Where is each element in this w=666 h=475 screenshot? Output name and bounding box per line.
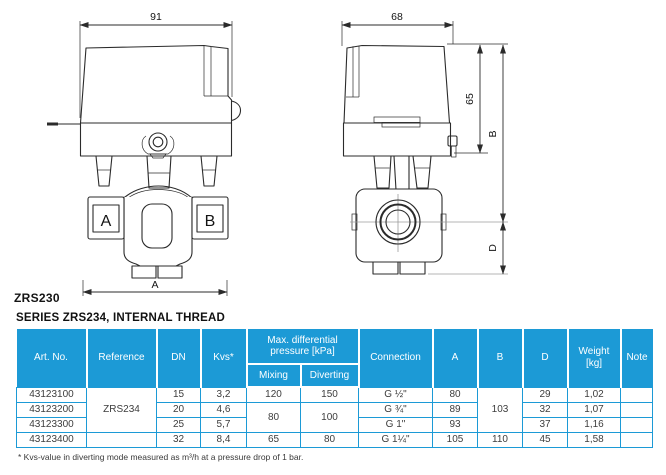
header-connection: Connection (357, 329, 434, 387)
cell-connection: G ¾" (358, 401, 433, 418)
header-diverting: Diverting (299, 363, 360, 388)
side-height-dimensions: 65 B D (447, 43, 508, 275)
cell-weight: 1,58 (567, 431, 621, 448)
valve-body-front: A B (87, 185, 229, 279)
cable-gland (447, 135, 458, 147)
cell-weight: 1,02 (567, 386, 621, 403)
port-b-label: B (205, 213, 216, 230)
header-note: Note (619, 329, 653, 387)
footnote: * Kvs-value in diverting mode measured a… (18, 451, 304, 462)
side-bump (230, 100, 242, 122)
cell-weight: 1,16 (567, 416, 621, 433)
valve-body-side (350, 188, 508, 275)
cell-art-no: 43123300 (16, 416, 87, 433)
port-a-label: A (101, 213, 112, 230)
bottom-port-side-left (372, 261, 399, 275)
cell-d: 29 (522, 386, 568, 403)
cell-note (620, 386, 653, 403)
cell-mixing: 120 (246, 386, 301, 403)
valve-stems-side (373, 155, 432, 191)
cell-dn: 25 (156, 416, 201, 433)
header-kvs: Kvs* (199, 329, 248, 387)
front-width-dimension: 91 (79, 11, 233, 118)
cell-dn: 15 (156, 386, 201, 403)
cell-mixing: 65 (246, 431, 301, 448)
header-art-no: Art. No. (16, 329, 88, 387)
header-reference: Reference (85, 329, 158, 387)
cell-connection: G 1¼" (358, 431, 433, 448)
cell-connection: G 1" (358, 416, 433, 433)
header-weight: Weight [kg] (566, 329, 622, 387)
cell-art-no: 43123100 (16, 386, 87, 403)
front-width-value: 91 (150, 11, 162, 23)
cell-reference (86, 431, 157, 448)
dim-b-value: B (487, 130, 499, 137)
actuator-side (342, 44, 458, 158)
cell-kvs: 8,4 (200, 431, 247, 448)
manual-knob (141, 132, 175, 159)
cell-note (620, 416, 653, 433)
cell-art-no: 43123200 (16, 401, 87, 418)
header-dn: DN (155, 329, 202, 387)
bottom-port-side-right (399, 261, 426, 275)
cell-d: 37 (522, 416, 568, 433)
body-window (141, 203, 173, 249)
port-a-box (92, 204, 120, 233)
bottom-port-left (131, 265, 157, 279)
valve-stems-front (95, 155, 218, 189)
table-row: 43123100 ZRS234 15 3,2 120 150 G ½" 80 1… (16, 386, 653, 433)
cell-dn: 32 (156, 431, 201, 448)
cell-mixing: 80 (246, 401, 301, 433)
cell-b: 110 (477, 431, 523, 448)
front-bottom-dimension: A (82, 279, 228, 296)
header-a: A (431, 329, 479, 387)
cell-diverting: 150 (300, 386, 359, 403)
technical-drawing: 91 (14, 11, 508, 305)
front-bottom-value: A (151, 279, 158, 291)
cell-a: 105 (432, 431, 478, 448)
cell-note (620, 431, 653, 448)
cell-kvs: 3,2 (200, 386, 247, 403)
cell-reference: ZRS234 (86, 386, 157, 433)
actuator-base-side (342, 122, 452, 157)
cell-diverting: 80 (300, 431, 359, 448)
dim-65-value: 65 (464, 93, 476, 105)
cell-dn: 20 (156, 401, 201, 418)
header-b: B (476, 329, 524, 387)
cell-a: 80 (432, 386, 478, 403)
cell-note (620, 401, 653, 418)
cell-a: 89 (432, 401, 478, 418)
cell-connection: G ½" (358, 386, 433, 403)
table-row: 43123200 20 4,6 80 100 G ¾" 89 32 1,07 (16, 401, 653, 433)
port-b-box (196, 204, 224, 233)
side-width-value: 68 (391, 11, 403, 23)
cell-weight: 1,07 (567, 401, 621, 418)
spec-table: Art. No. Reference DN Kvs* Max. differen… (16, 329, 653, 448)
cell-art-no: 43123400 (16, 431, 87, 448)
cell-a: 93 (432, 416, 478, 433)
header-d: D (521, 329, 569, 387)
model-label: ZRS230 (14, 291, 60, 305)
header-max-diff-pressure: Max. differential pressure [kPa] (245, 329, 360, 366)
header-mixing: Mixing (246, 363, 302, 388)
actuator-front (47, 44, 242, 159)
cell-d: 45 (522, 431, 568, 448)
cell-b: 103 (477, 386, 523, 433)
bottom-port-right (157, 265, 183, 279)
cell-d: 32 (522, 401, 568, 418)
latch (373, 116, 421, 123)
side-view-drawing: 68 (341, 11, 508, 275)
table-row: 43123400 32 8,4 65 80 G 1¼" 105 110 45 1… (16, 431, 653, 448)
port-opening (375, 199, 421, 245)
cell-diverting: 100 (300, 401, 359, 433)
dim-d-value: D (487, 244, 499, 252)
side-width-dimension: 68 (341, 11, 454, 46)
cell-kvs: 4,6 (200, 401, 247, 418)
table-row: 43123300 25 5,7 G 1" 93 37 1,16 (16, 416, 653, 433)
cell-kvs: 5,7 (200, 416, 247, 433)
section-title: SERIES ZRS234, INTERNAL THREAD (16, 312, 225, 324)
front-view-drawing: 91 (14, 11, 242, 305)
